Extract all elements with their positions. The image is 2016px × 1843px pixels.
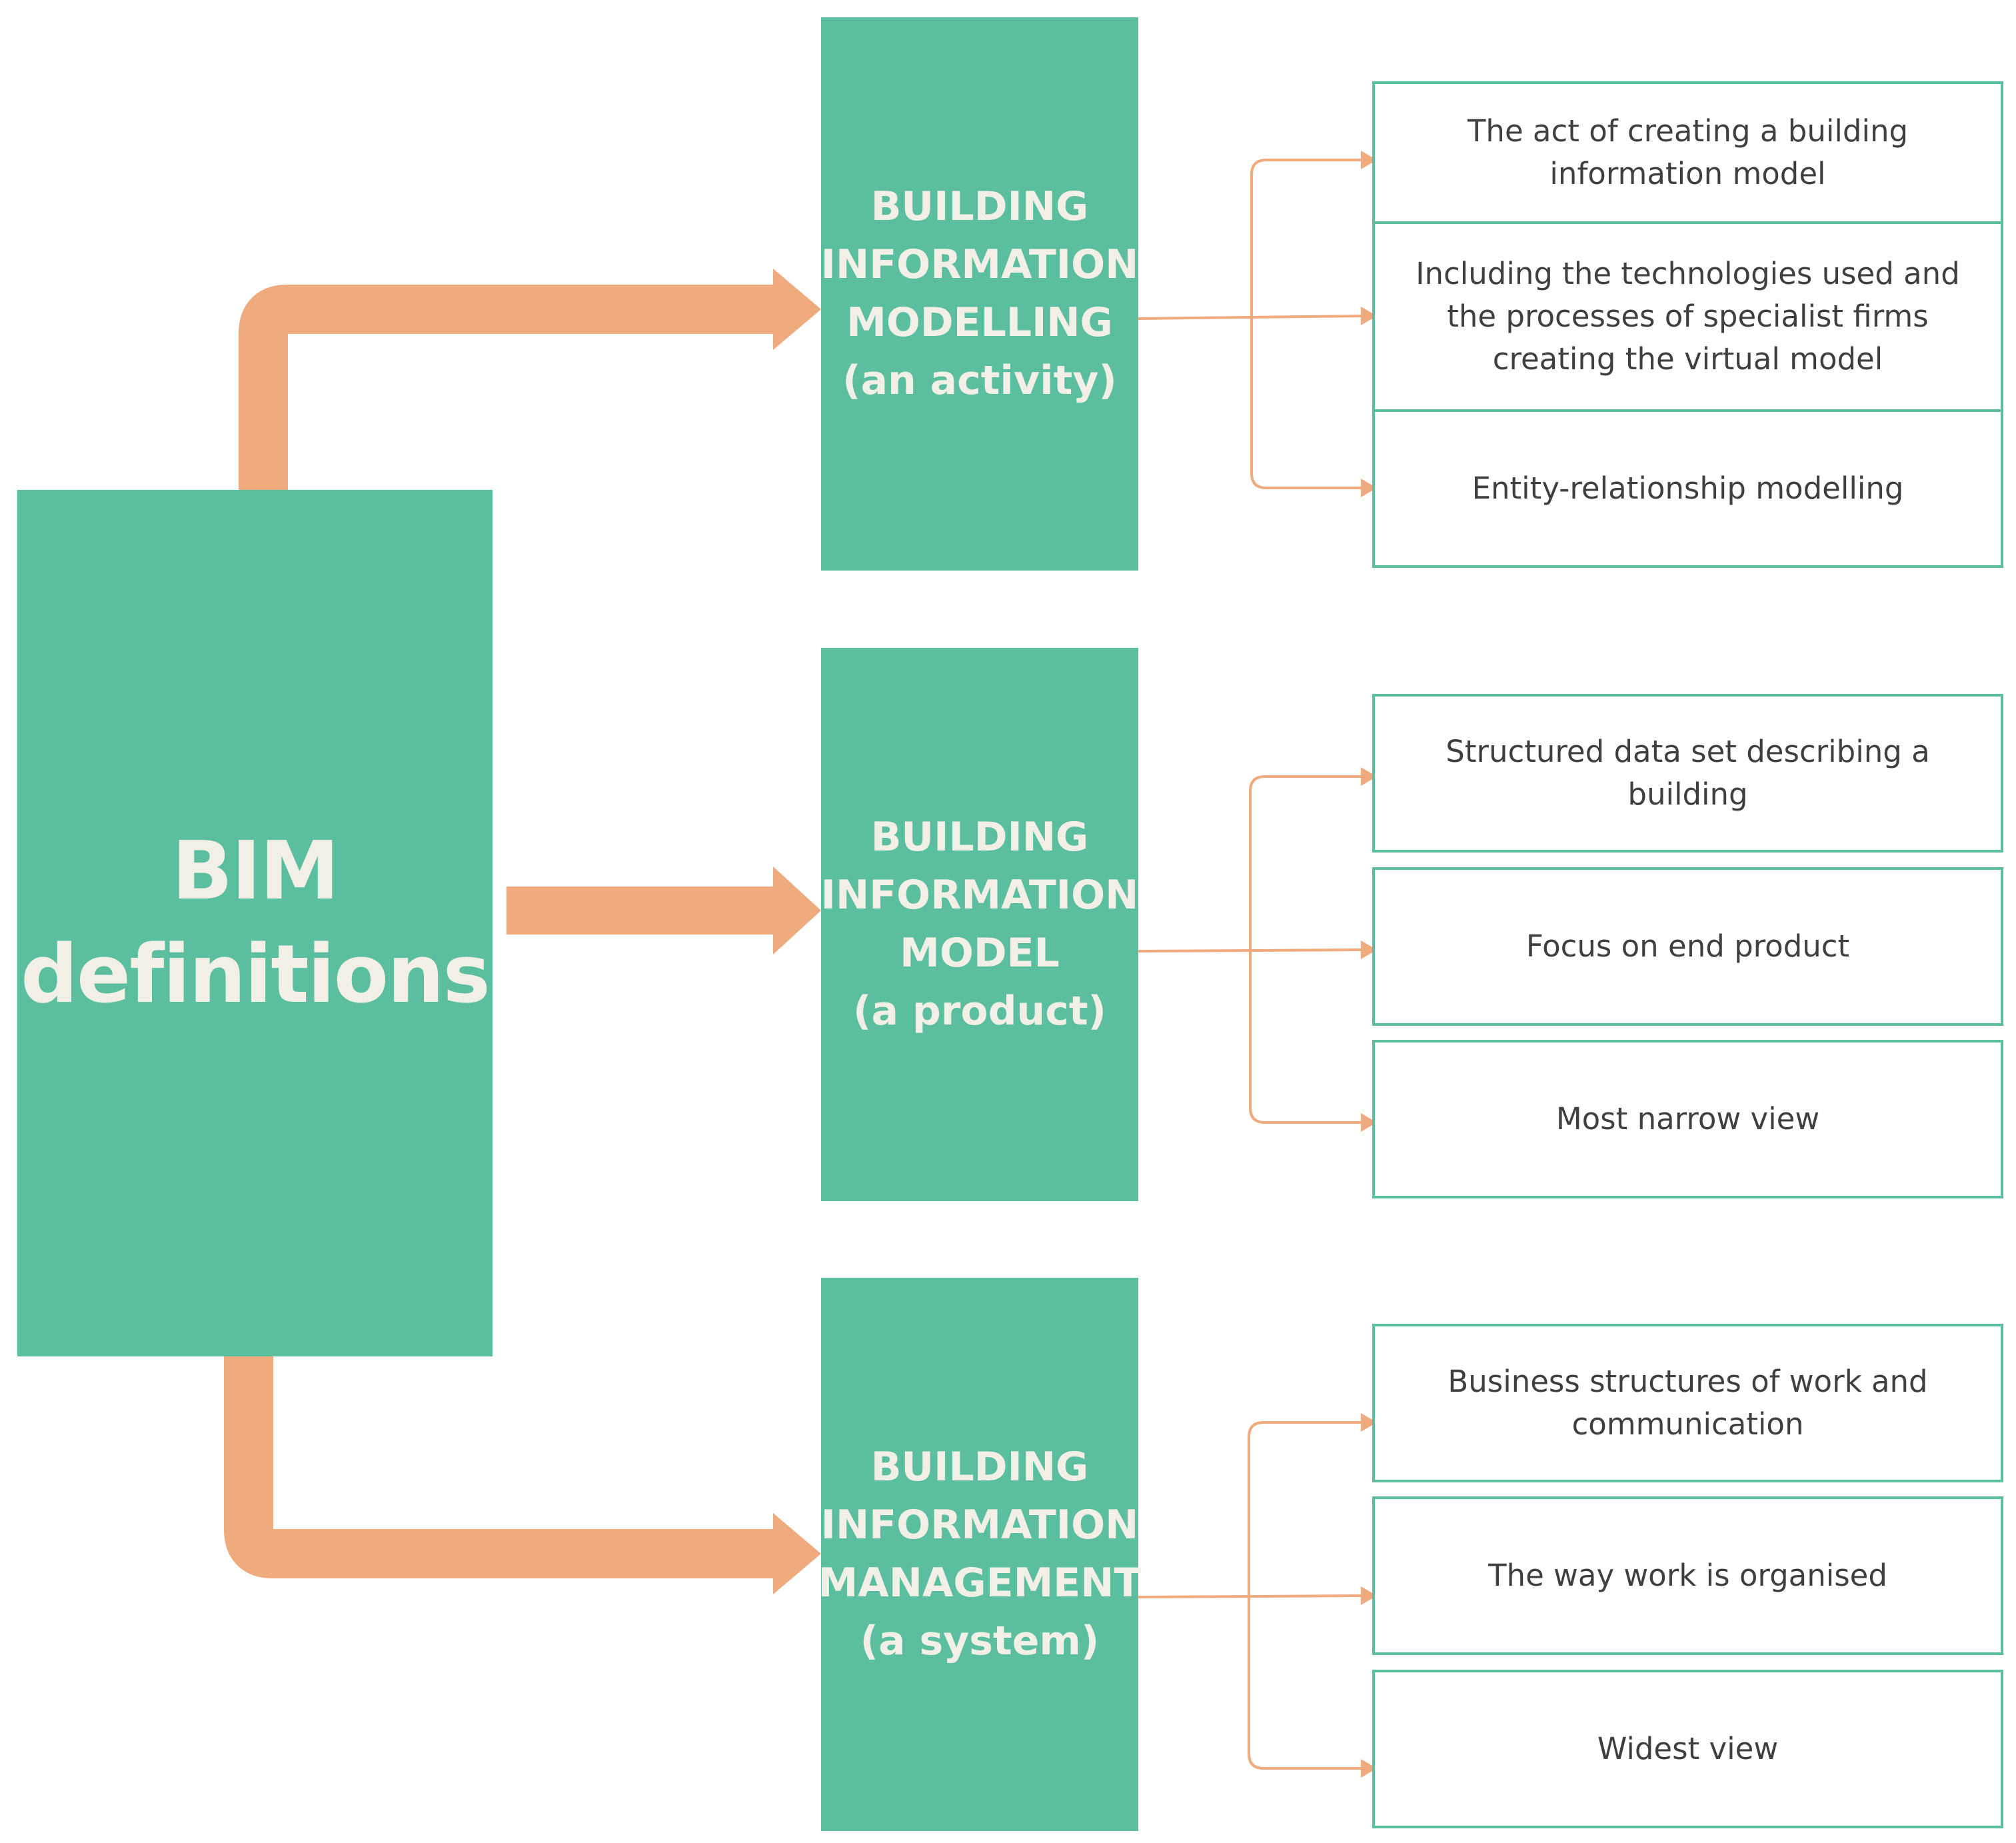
arrow-to-management bbox=[224, 1356, 776, 1578]
connector-heads-model bbox=[1361, 767, 1377, 1132]
category-line: BUILDING bbox=[870, 814, 1089, 861]
description-text: Most narrow view bbox=[1555, 1101, 1820, 1136]
arrow-to-modelling bbox=[239, 285, 776, 490]
description-text: Business structures of work and communic… bbox=[1448, 1364, 1928, 1442]
description-text: The act of creating a building informati… bbox=[1467, 113, 1909, 191]
category-line: MODELLING bbox=[846, 299, 1113, 346]
main-title-line2: definitions bbox=[21, 928, 491, 1021]
connector-group-modelling bbox=[1138, 159, 1362, 489]
connector-group-management bbox=[1138, 1421, 1362, 1770]
arrow-to-model bbox=[506, 887, 778, 934]
description-box: Widest view bbox=[1372, 1670, 2003, 1828]
category-line: INFORMATION bbox=[820, 1502, 1139, 1548]
description-box: The act of creating a building informati… bbox=[1372, 81, 2003, 224]
description-text: Structured data set describing a buildin… bbox=[1446, 734, 1930, 812]
category-line: BUILDING bbox=[870, 183, 1089, 230]
category-line: MANAGEMENT bbox=[818, 1560, 1142, 1606]
category-modelling-box: BUILDING INFORMATION MODELLING (an activ… bbox=[821, 17, 1138, 571]
description-box: Entity-relationship modelling bbox=[1372, 409, 2003, 568]
description-box: Focus on end product bbox=[1372, 867, 2003, 1026]
description-box: Including the technologies used and the … bbox=[1372, 221, 2003, 412]
connector-heads-management bbox=[1361, 1413, 1377, 1778]
description-text: Focus on end product bbox=[1525, 928, 1850, 964]
category-subtitle: (an activity) bbox=[842, 357, 1117, 404]
main-title: BIM definitions bbox=[21, 820, 491, 1026]
description-box: Structured data set describing a buildin… bbox=[1372, 694, 2003, 853]
description-box: Business structures of work and communic… bbox=[1372, 1324, 2003, 1482]
category-line: MODEL bbox=[900, 930, 1060, 976]
category-subtitle: (a product) bbox=[853, 988, 1106, 1034]
category-management-box: BUILDING INFORMATION MANAGEMENT (a syste… bbox=[818, 1278, 1141, 1831]
arrowhead-modelling bbox=[773, 269, 821, 350]
main-title-line1: BIM bbox=[171, 825, 340, 918]
category-line: INFORMATION bbox=[820, 241, 1139, 288]
arrowhead-management bbox=[773, 1513, 821, 1594]
category-model-box: BUILDING INFORMATION MODEL (a product) bbox=[821, 648, 1138, 1201]
description-text: Including the technologies used and the … bbox=[1416, 256, 1960, 377]
category-line: BUILDING bbox=[870, 1444, 1089, 1490]
description-text: The way work is organised bbox=[1488, 1558, 1887, 1593]
description-text: Entity-relationship modelling bbox=[1472, 471, 1904, 506]
category-line: INFORMATION bbox=[820, 872, 1139, 919]
arrowhead-model bbox=[773, 867, 821, 954]
description-box: The way work is organised bbox=[1372, 1496, 2003, 1655]
connector-heads-modelling bbox=[1361, 151, 1377, 497]
category-subtitle: (a system) bbox=[860, 1618, 1100, 1664]
connector-group-model bbox=[1138, 775, 1362, 1124]
description-text: Widest view bbox=[1597, 1731, 1779, 1766]
bim-definitions-box: BIM definitions bbox=[17, 490, 493, 1356]
description-box: Most narrow view bbox=[1372, 1040, 2003, 1198]
